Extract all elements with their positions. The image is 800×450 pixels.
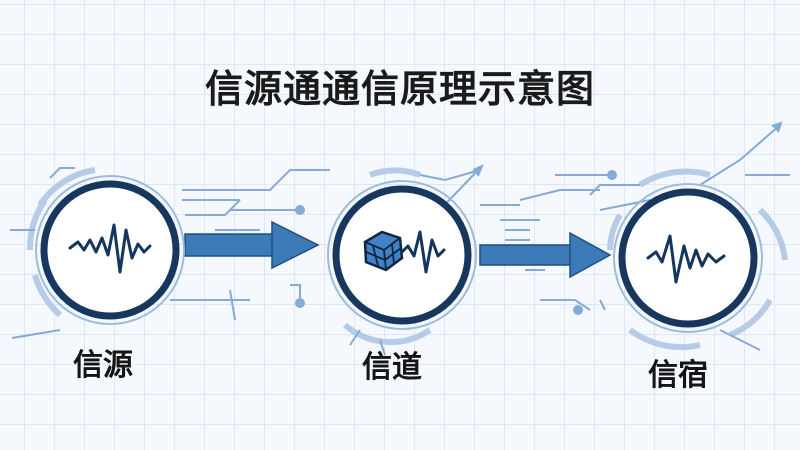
arrow-source-to-channel bbox=[184, 220, 320, 270]
waveform-icon bbox=[68, 223, 152, 274]
arrow-channel-to-sink bbox=[479, 231, 612, 279]
node-channel bbox=[327, 180, 477, 330]
node-label-channel: 信道 bbox=[362, 350, 422, 385]
node-source bbox=[35, 175, 185, 325]
circuit-traces bbox=[10, 121, 790, 356]
node-sink bbox=[613, 183, 763, 333]
waveform-icon bbox=[646, 234, 726, 284]
waveform-icon bbox=[400, 230, 446, 274]
page-title: 信源通通信原理示意图 bbox=[204, 66, 595, 111]
node-label-sink: 信宿 bbox=[648, 358, 708, 393]
cube-icon bbox=[363, 230, 404, 272]
node-label-source: 信源 bbox=[73, 348, 133, 383]
